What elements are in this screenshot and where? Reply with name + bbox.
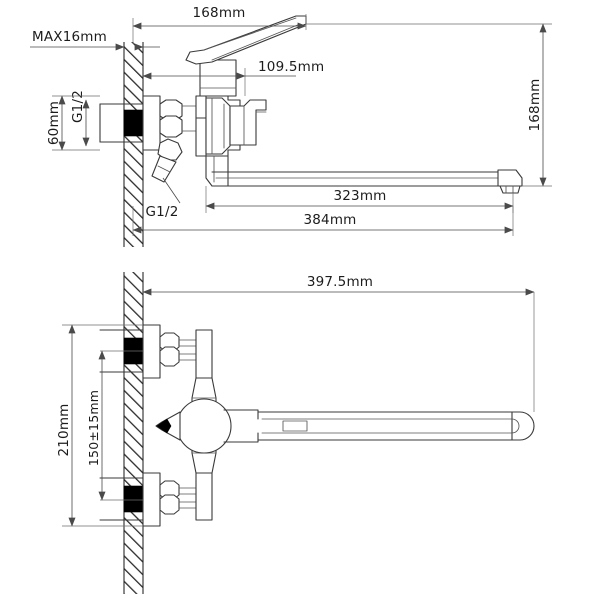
spout-tube-bottom xyxy=(257,411,521,441)
dimension-lever-reach: 168mm xyxy=(132,5,307,44)
dimension-label-spout-reach-total: 384mm xyxy=(303,212,356,228)
top-view-group: 168mm MAX16mm G1/2 60mm xyxy=(30,5,552,247)
valve-bonnet-top xyxy=(205,97,231,155)
dimension-inlet-centres: 150±15mm xyxy=(86,350,143,501)
dimension-label-spout-height: 168mm xyxy=(527,78,543,131)
dimension-label-inlet-centres: 150±15mm xyxy=(86,390,101,466)
spout-slot-bottom xyxy=(282,420,308,432)
dimension-body-depth: 109.5mm xyxy=(142,59,324,96)
dimension-overall-height: 210mm xyxy=(56,324,143,527)
dimension-label-overall-length: 397.5mm xyxy=(307,274,373,290)
dimension-label-overall-height: 210mm xyxy=(56,403,72,456)
dimension-label-wall-thickness: MAX16mm xyxy=(32,29,107,45)
inlet-assembly-lower xyxy=(99,472,197,527)
diverter-cap-top xyxy=(229,99,267,146)
spout-riser-top xyxy=(205,155,229,187)
spout-end-bottom xyxy=(511,411,535,441)
spout-shoulder-bottom xyxy=(223,409,259,443)
hex-nuts-top xyxy=(159,99,197,138)
dimension-label-lever-reach: 168mm xyxy=(192,5,245,21)
dimension-inlet-spacing-top: 60mm xyxy=(46,95,100,151)
spout-outlet-top xyxy=(497,169,523,194)
dimension-label-inlet-thread-top: G1/2 xyxy=(70,90,86,123)
dimension-label-inlet-spacing-top: 60mm xyxy=(46,101,62,145)
dimension-wall-thickness: MAX16mm xyxy=(30,29,160,51)
dimension-overall-length: 397.5mm xyxy=(142,274,535,412)
dimension-spout-height: 168mm xyxy=(306,23,552,187)
dimension-spout-reach-inner: 323mm xyxy=(205,186,514,213)
dimension-outlet-thread: G1/2 xyxy=(146,177,181,220)
bottom-view-group: 397.5mm 210mm 150±15mm xyxy=(56,272,535,594)
wall-section-bottom xyxy=(123,272,144,594)
handle-neck-top xyxy=(199,59,237,97)
nose-cap-bottom xyxy=(155,411,181,441)
spout-tube-top xyxy=(211,171,506,187)
dimension-label-spout-reach-inner: 323mm xyxy=(333,188,386,204)
shower-outlet-top xyxy=(151,138,183,183)
dimension-label-body-depth: 109.5mm xyxy=(258,59,324,75)
dimension-inlet-thread-top: G1/2 xyxy=(70,90,90,147)
wall-section-top xyxy=(123,42,144,247)
dimension-spout-reach-total: 384mm xyxy=(132,206,514,236)
dimension-label-outlet-thread: G1/2 xyxy=(146,204,179,220)
escutcheon-top xyxy=(142,95,161,151)
mixer-body-bottom xyxy=(176,398,232,454)
inlet-assembly-upper xyxy=(99,324,197,379)
